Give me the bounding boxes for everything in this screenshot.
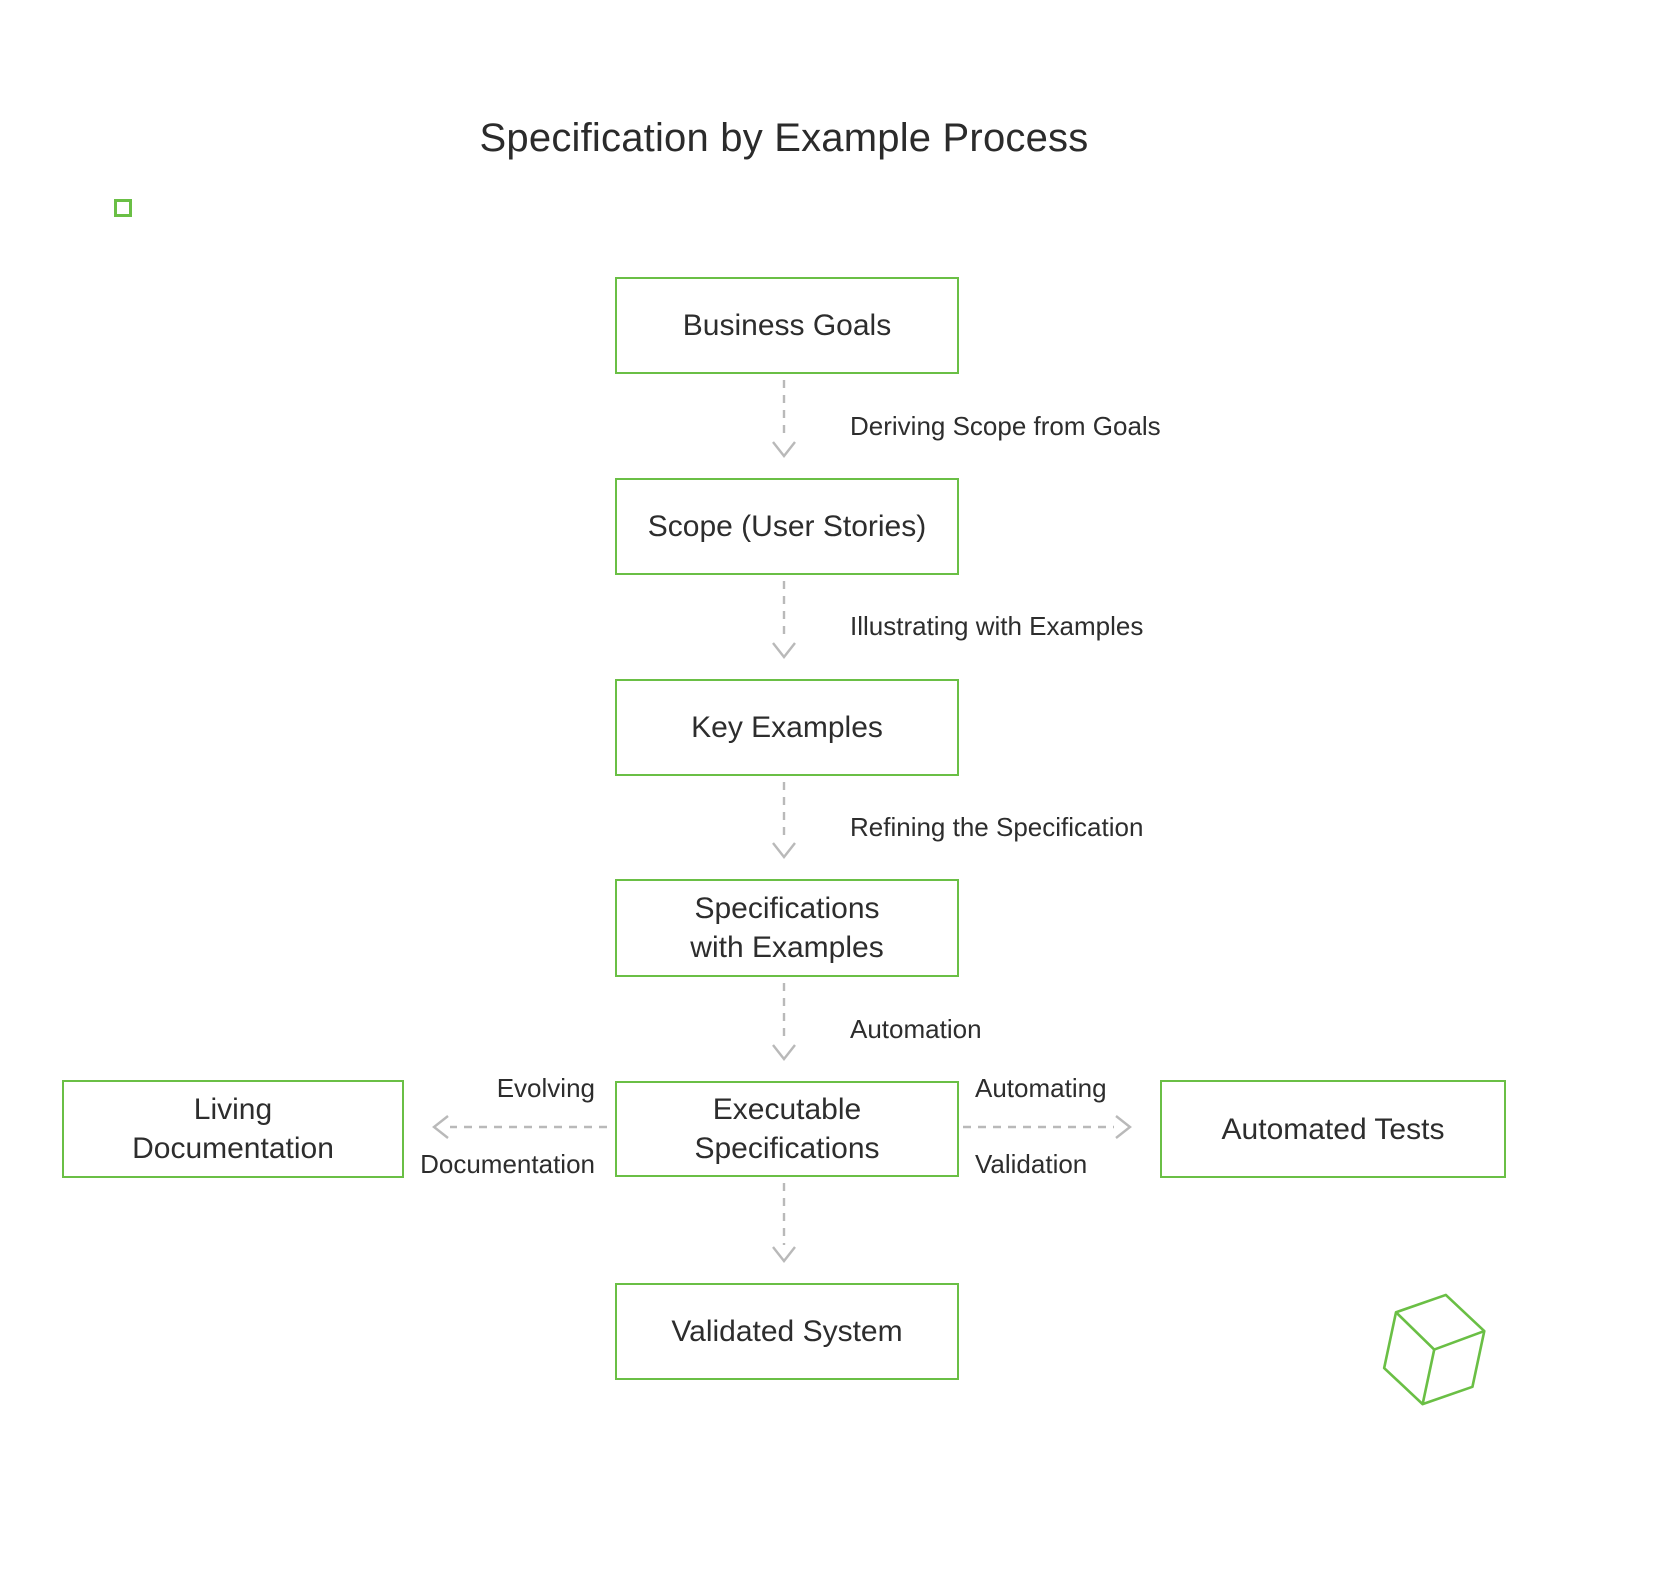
node-validated-system: Validated System: [615, 1283, 959, 1380]
page-title: Specification by Example Process: [479, 116, 1089, 160]
edge-label-refining: Refining the Specification: [850, 812, 1144, 842]
node-automated-tests-label: Automated Tests: [1221, 1112, 1445, 1146]
arrow-head-executable-validated: [772, 1246, 796, 1263]
node-automated-tests: Automated Tests: [1160, 1080, 1506, 1178]
arrow-head-specs-executable: [772, 1044, 796, 1061]
arrow-head-goals-scope: [772, 441, 796, 458]
edge-label-automating: Automating: [975, 1073, 1107, 1103]
edge-label-evolving: Evolving: [496, 1073, 595, 1103]
node-specifications-with-examples: Specifications with Examples: [615, 879, 959, 977]
edge-label-illustrating: Illustrating with Examples: [850, 611, 1144, 641]
green-square-marker: [114, 199, 132, 217]
arrow-head-scope-examples: [772, 642, 796, 659]
edge-label-documentation: Documentation: [420, 1149, 595, 1179]
arrow-head-executable-livingdoc: [432, 1115, 449, 1139]
edge-label-validation: Validation: [975, 1149, 1088, 1179]
node-living-documentation: Living Documentation: [62, 1080, 404, 1178]
node-scope-user-stories-label: Scope (User Stories): [647, 510, 927, 543]
cube-logo: [1382, 1293, 1486, 1406]
node-business-goals: Business Goals: [615, 277, 959, 374]
arrow-head-examples-specs: [772, 842, 796, 859]
node-key-examples-label: Key Examples: [691, 711, 883, 744]
node-specifications-with-examples-label: Specifications with Examples: [690, 892, 884, 964]
node-scope-user-stories: Scope (User Stories): [615, 478, 959, 575]
edge-label-automation: Automation: [850, 1014, 982, 1044]
node-validated-system-label: Validated System: [671, 1315, 903, 1348]
arrow-head-executable-tests: [1115, 1115, 1132, 1139]
node-executable-specifications: Executable Specifications: [615, 1081, 959, 1177]
edge-label-deriving-scope: Deriving Scope from Goals: [850, 411, 1161, 441]
node-living-documentation-label: Living Documentation: [132, 1093, 334, 1165]
node-executable-specifications-label: Executable Specifications: [694, 1093, 880, 1165]
node-key-examples: Key Examples: [615, 679, 959, 776]
node-business-goals-label: Business Goals: [682, 309, 892, 342]
